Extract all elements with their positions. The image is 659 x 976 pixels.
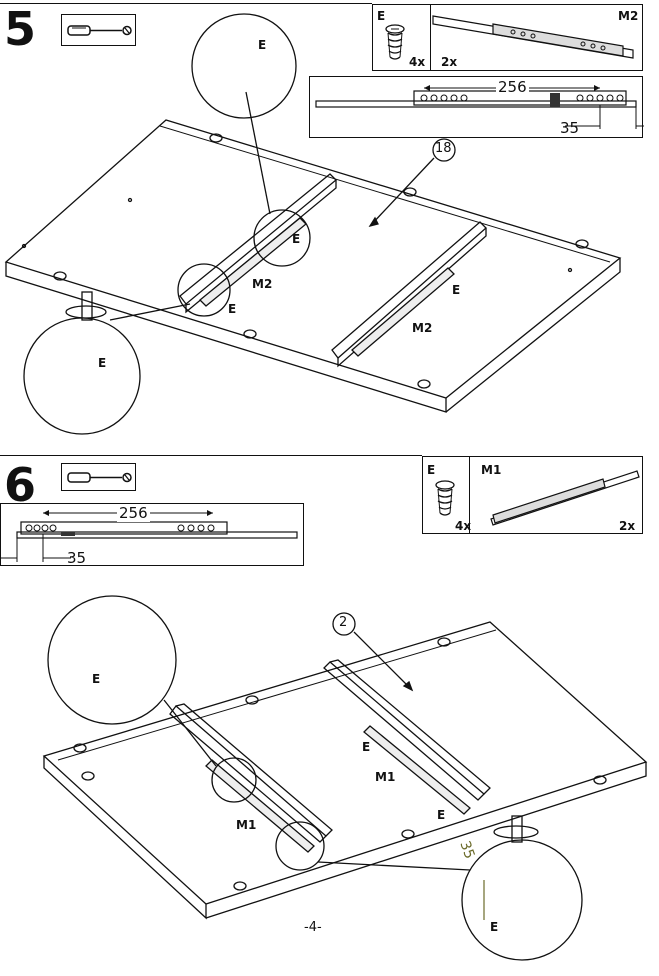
step-6-tool-box [61, 463, 136, 491]
drawer-runner-icon [490, 470, 640, 526]
callout-m1-1: M1 [375, 770, 396, 784]
parts-divider [469, 457, 470, 533]
screw-label: E [427, 463, 436, 477]
step-5-panel-ref: 18 [435, 141, 452, 156]
step-5-number: 5 [4, 2, 37, 56]
step-6-parts-box: E 4x M1 2x [422, 456, 643, 534]
callout-m1-2: M1 [236, 818, 257, 832]
callout-e-2: E [292, 232, 301, 246]
callout-e-4: E [228, 302, 237, 316]
screw-icon [435, 480, 455, 516]
screw-qty: 4x [455, 519, 472, 533]
screw-label: E [377, 9, 386, 23]
step-5-parts-box: E 4x M2 2x [372, 4, 643, 71]
callout-e-3: E [452, 283, 461, 297]
callout-e-1: E [258, 38, 267, 52]
screw-icon [385, 24, 405, 60]
callout-e-5: E [98, 356, 107, 370]
parts-divider [430, 5, 431, 70]
screwdriver-icon [67, 25, 132, 36]
step-5-panel-drawing [4, 13, 622, 435]
step-5-tool-box [61, 14, 136, 46]
page-number: -4- [304, 920, 322, 935]
callout-e-1: E [92, 672, 101, 686]
screwdriver-icon [67, 472, 132, 483]
callout-m2-1: M2 [252, 277, 273, 291]
dimension-spacing: 256 [117, 504, 150, 522]
runner-qty: 2x [441, 55, 458, 69]
runner-qty: 2x [619, 519, 636, 533]
step-6-dimension-box: 256 35 [0, 503, 304, 567]
callout-e-2: E [362, 740, 371, 754]
step-6-rule [0, 455, 422, 456]
drawer-runner-icon [432, 15, 634, 59]
callout-e-4: E [490, 920, 499, 934]
runner-label: M2 [618, 9, 639, 23]
dimension-offset: 35 [560, 119, 580, 137]
runner-label: M1 [481, 463, 502, 477]
step-5-rule [0, 3, 372, 4]
callout-m2-2: M2 [412, 321, 433, 335]
dimension-spacing: 256 [496, 78, 529, 96]
step-6-number: 6 [4, 458, 37, 512]
dimension-offset: 35 [67, 549, 87, 567]
screw-qty: 4x [409, 55, 426, 69]
step-6-panel-ref: 2 [339, 615, 348, 630]
callout-e-3: E [437, 808, 446, 822]
step-5-dimension-box: 256 35 [309, 76, 644, 138]
